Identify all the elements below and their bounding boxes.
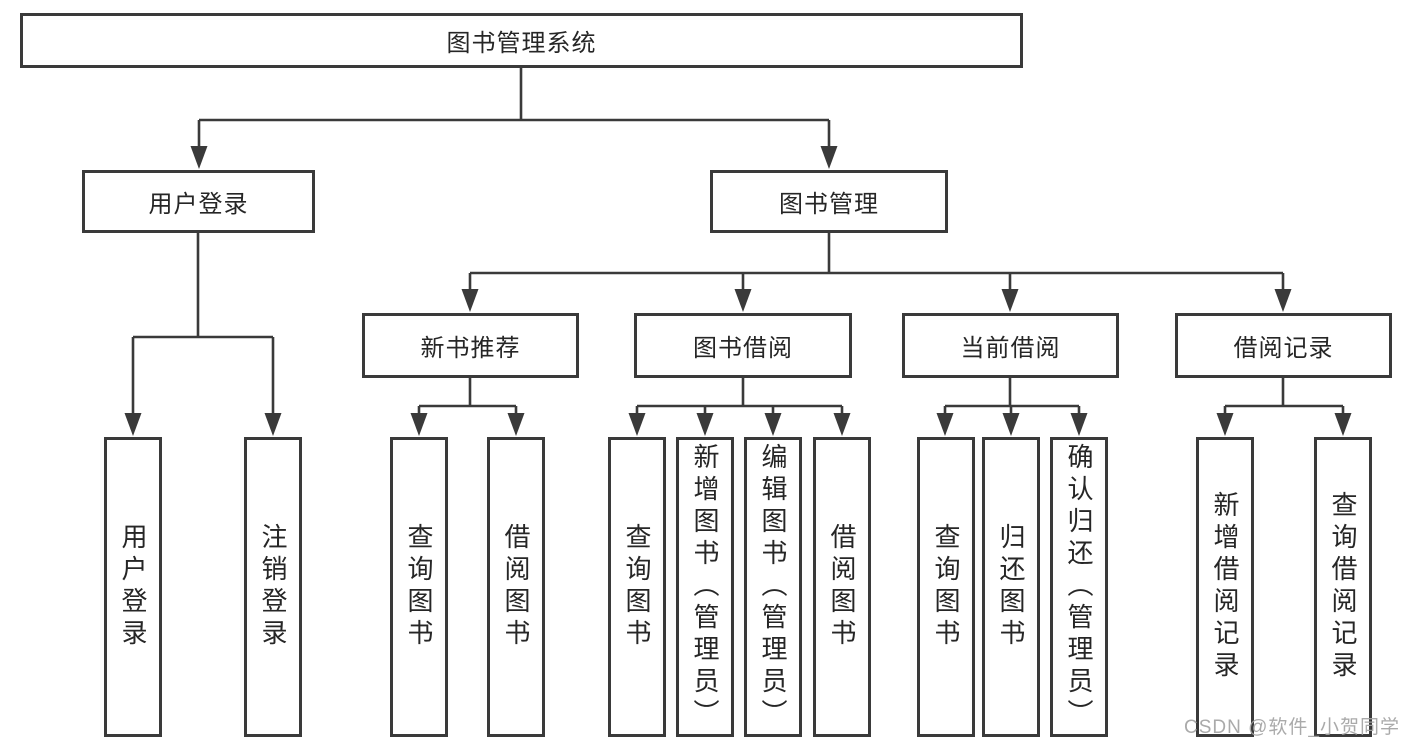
leaf-label: 确认归还（管理员） <box>1064 443 1094 731</box>
node-library-management-system: 图书管理系统 <box>20 13 1023 68</box>
leaf-label: 借阅图书 <box>501 523 531 651</box>
leaf-confirm-return-admin: 确认归还（管理员） <box>1050 437 1108 737</box>
node-label: 图书管理系统 <box>446 30 597 57</box>
leaf-label: 归还图书 <box>996 523 1026 651</box>
node-label: 用户登录 <box>148 191 249 218</box>
node-label: 当前借阅 <box>960 335 1061 362</box>
leaf-label: 新增图书（管理员） <box>690 443 720 731</box>
leaf-query-books-current: 查询图书 <box>917 437 975 737</box>
leaf-user-login: 用户登录 <box>104 437 162 737</box>
leaf-return-books: 归还图书 <box>982 437 1040 737</box>
node-borrowing-records: 借阅记录 <box>1175 313 1392 378</box>
leaf-query-books-recommend: 查询图书 <box>390 437 448 737</box>
leaf-logout: 注销登录 <box>244 437 302 737</box>
node-label: 新书推荐 <box>420 335 521 362</box>
leaf-label: 新增借阅记录 <box>1210 491 1240 683</box>
leaf-query-borrow-record: 查询借阅记录 <box>1314 437 1372 737</box>
leaf-add-borrow-record: 新增借阅记录 <box>1196 437 1254 737</box>
leaf-label: 编辑图书（管理员） <box>758 443 788 731</box>
leaf-label: 注销登录 <box>258 523 288 651</box>
node-book-management: 图书管理 <box>710 170 948 233</box>
node-label: 图书借阅 <box>693 335 793 362</box>
node-book-borrowing: 图书借阅 <box>634 313 852 378</box>
leaf-edit-books-admin: 编辑图书（管理员） <box>744 437 802 737</box>
leaf-label: 查询借阅记录 <box>1328 491 1358 683</box>
leaf-borrow-books-recommend: 借阅图书 <box>487 437 545 737</box>
csdn-watermark: CSDN @软件_小贺同学 <box>1184 717 1400 738</box>
node-label: 图书管理 <box>779 191 879 218</box>
leaf-label: 查询图书 <box>404 523 434 651</box>
leaf-label: 查询图书 <box>622 523 652 651</box>
leaf-label: 用户登录 <box>118 523 148 651</box>
node-user-login: 用户登录 <box>82 170 315 233</box>
leaf-borrow-books: 借阅图书 <box>813 437 871 737</box>
leaf-add-books-admin: 新增图书（管理员） <box>676 437 734 737</box>
node-new-book-recommendation: 新书推荐 <box>362 313 579 378</box>
node-label: 借阅记录 <box>1233 335 1334 362</box>
node-current-borrowing: 当前借阅 <box>902 313 1119 378</box>
leaf-label: 借阅图书 <box>827 523 857 651</box>
leaf-label: 查询图书 <box>931 523 961 651</box>
leaf-query-books-borrow: 查询图书 <box>608 437 666 737</box>
